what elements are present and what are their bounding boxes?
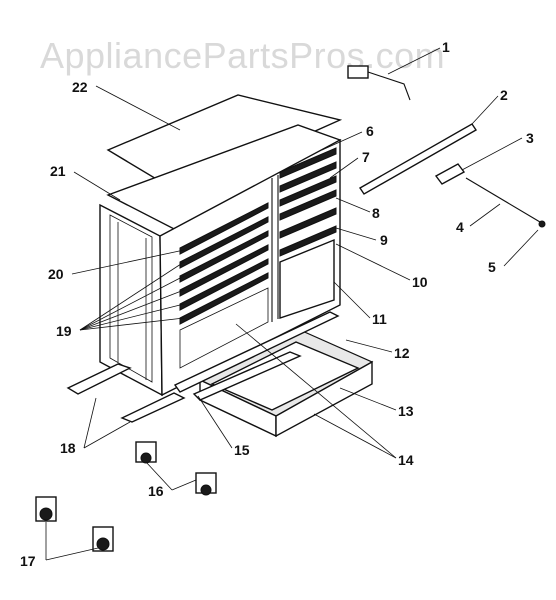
callout-10: 10: [412, 274, 428, 290]
part-1-handle: [347, 65, 411, 101]
callout-1: 1: [442, 39, 450, 55]
cabinet-body: [99, 124, 342, 397]
callout-18: 18: [60, 440, 76, 456]
callout-13: 13: [398, 403, 414, 419]
callout-20: 20: [48, 266, 64, 282]
callout-11: 11: [372, 311, 387, 327]
callout-17: 17: [20, 553, 36, 569]
callout-numbers: 1 2 3 4 5 6 7 8 9 10 11 12 13 14 15 16 1…: [20, 39, 534, 569]
callout-21: 21: [50, 163, 66, 179]
callout-5: 5: [488, 259, 496, 275]
leader-lines: [45, 47, 539, 561]
callout-9: 9: [380, 232, 388, 248]
part-3-latch: [434, 163, 466, 185]
part-2-slide-rail: [359, 123, 477, 195]
part-14-drawer-slides: [173, 311, 340, 401]
callout-2: 2: [500, 87, 508, 103]
left-drawers: [179, 202, 269, 325]
callout-7: 7: [362, 149, 370, 165]
part-4-lock-rod: [465, 177, 546, 228]
callout-12: 12: [394, 345, 410, 361]
watermark-text: AppliancePartsPros.com: [40, 35, 445, 76]
callout-3: 3: [526, 130, 534, 146]
right-drawers: [279, 147, 337, 319]
callout-6-top: 6: [366, 123, 374, 139]
callout-15: 15: [234, 442, 250, 458]
callout-14: 14: [398, 452, 414, 468]
callout-8: 8: [372, 205, 380, 221]
callout-19: 19: [56, 323, 72, 339]
callout-16: 16: [148, 483, 164, 499]
part-13-bottom-drawer: [198, 329, 374, 438]
callout-4: 4: [456, 219, 464, 235]
callout-22: 22: [72, 79, 88, 95]
part-18-base-rails: [66, 363, 186, 423]
part-17-swivel-casters: [35, 496, 114, 552]
